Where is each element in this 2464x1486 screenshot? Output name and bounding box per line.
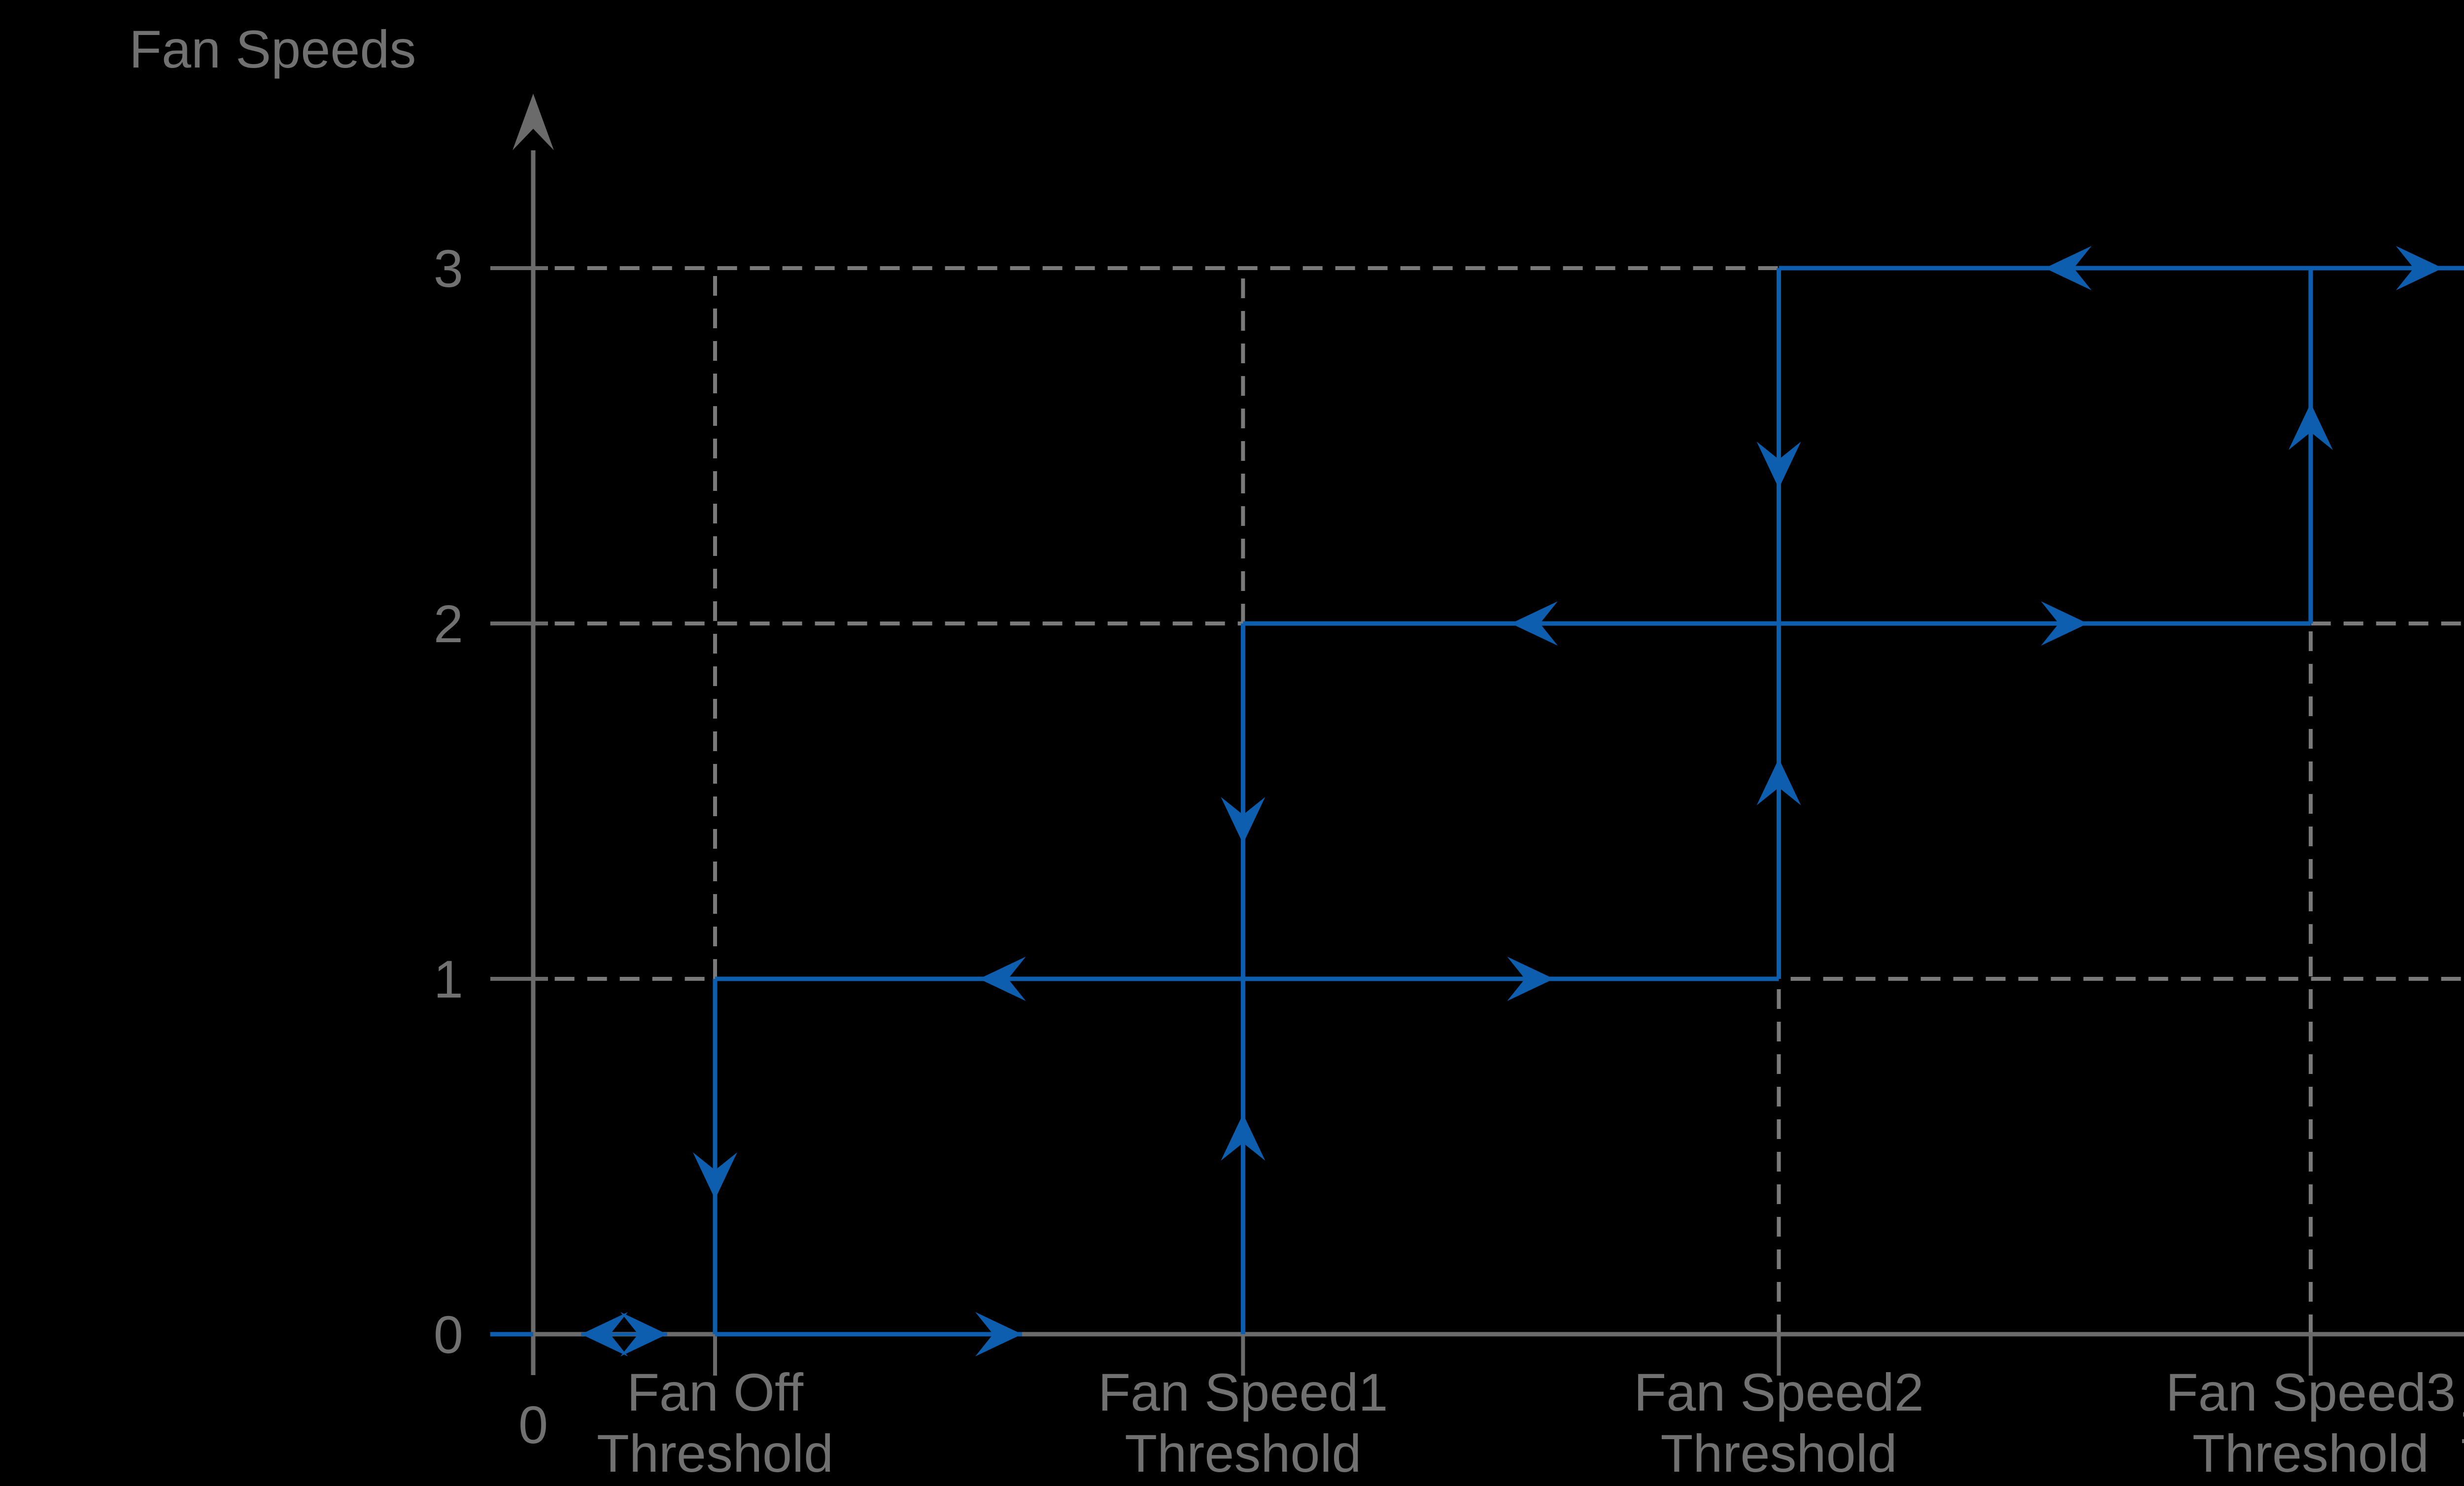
arrowhead-left-icon (581, 1312, 628, 1356)
chart-title: Fan Speeds (129, 19, 416, 79)
x-tick-label-line2: Threshold (597, 1423, 833, 1483)
y-tick-label-3: 3 (434, 239, 463, 298)
x-tick-label-line2: Threshold (2192, 1423, 2429, 1483)
x-tick-label-0: 0 (518, 1395, 548, 1454)
arrowhead-down-icon (1756, 442, 1801, 488)
arrowhead-left-icon (2045, 246, 2092, 290)
y-tick-label-0: 0 (434, 1305, 463, 1364)
x-tick-label-100: 100 (2458, 1395, 2464, 1454)
x-tick-label-line1: Fan Speed2 (1634, 1362, 1923, 1422)
y-tick-label-2: 2 (434, 594, 463, 654)
arrowhead-left-icon (1511, 601, 1558, 646)
arrowhead-right-icon (975, 1312, 1022, 1356)
arrowhead-right-icon (620, 1312, 667, 1356)
arrowhead-right-icon (2041, 601, 2088, 646)
x-tick-label-line2: Threshold (1660, 1423, 1897, 1483)
y-axis-arrow-icon (513, 94, 554, 150)
x-tick-label-line1: Fan Speed1 (1098, 1362, 1388, 1422)
arrowhead-up-icon (1756, 759, 1801, 805)
arrowhead-down-icon (693, 1152, 737, 1199)
arrowhead-down-icon (1221, 797, 1266, 844)
arrowhead-right-icon (1507, 957, 1554, 1001)
x-tick-label-line2: Threshold (1125, 1423, 1361, 1483)
arrowhead-up-icon (1221, 1114, 1266, 1161)
arrowhead-left-icon (979, 957, 1026, 1001)
y-tick-label-1: 1 (434, 949, 463, 1009)
x-tick-label-line1: Fan Off (627, 1362, 804, 1422)
arrowhead-up-icon (2288, 403, 2333, 450)
arrowhead-right-icon (2396, 246, 2443, 290)
x-tick-label-line1: Fan Speed3 (2166, 1362, 2456, 1422)
